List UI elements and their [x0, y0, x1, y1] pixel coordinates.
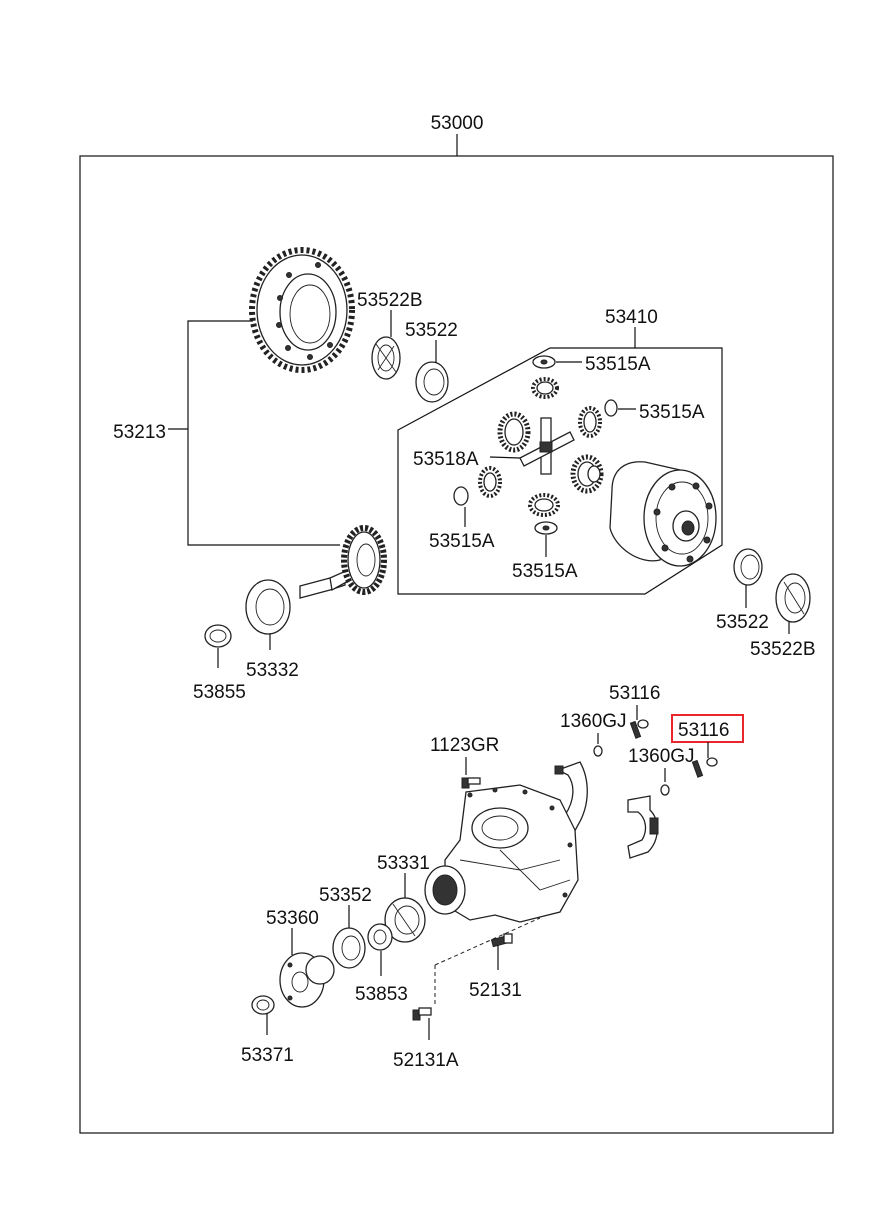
bearing-cup-lower-icon [733, 548, 763, 586]
label-bearing-cup-upper[interactable]: 53522 [405, 320, 458, 341]
label-washer-bottom[interactable]: 53515A [512, 561, 578, 582]
label-bearing-cone-lower[interactable]: 53522B [750, 639, 816, 660]
label-washer-1360gj-left[interactable]: 1360GJ [560, 711, 627, 732]
ring-pinion-bracket [187, 320, 340, 546]
label-ring-pinion-gear-set[interactable]: 53213 [113, 422, 166, 443]
cap-bolt-left-icon [629, 719, 649, 739]
label-pinion-bearing[interactable]: 53332 [246, 660, 299, 681]
label-carrier-bolt[interactable]: 1123GR [430, 735, 499, 756]
washer-left-icon [453, 486, 469, 506]
oil-seal-icon [332, 927, 366, 969]
bearing-cone-upper-icon [371, 336, 401, 380]
bearing-cup-upper-icon [415, 361, 449, 403]
flange-nut-icon [251, 995, 275, 1015]
label-cap-bolt-right-highlighted[interactable]: 53116 [678, 720, 729, 741]
label-cap-bolt-left[interactable]: 53116 [609, 683, 660, 704]
label-assembly[interactable]: 53000 [431, 113, 484, 134]
pinion-gear-right-icon [578, 406, 602, 438]
washer-right-icon [604, 399, 618, 417]
label-bearing-cup-lower[interactable]: 53522 [716, 612, 769, 633]
label-stud-bolt-a[interactable]: 52131A [393, 1050, 459, 1071]
bearing-cone-lower-icon [775, 573, 811, 623]
stud-bolt-dashed-guide [434, 917, 541, 966]
side-gear-top-icon [531, 377, 559, 399]
washer-bottom-icon [534, 521, 558, 535]
label-washer-right[interactable]: 53515A [639, 402, 705, 423]
label-companion-flange[interactable]: 53360 [266, 908, 319, 929]
stud-bolt-a-icon [412, 1007, 432, 1021]
label-bearing-cone-upper[interactable]: 53522B [357, 290, 423, 311]
stud-bolt-icon [490, 933, 513, 948]
label-spacer[interactable]: 53855 [193, 682, 246, 703]
washer-1360gj-right-icon [660, 784, 670, 796]
side-gear-left-icon [478, 466, 502, 498]
shim-icon [367, 923, 393, 951]
differential-case-icon [609, 461, 717, 567]
drive-pinion-icon [299, 525, 387, 599]
label-differential-case-assembly[interactable]: 53410 [605, 307, 658, 328]
pinion-gear-bottom-icon [528, 493, 560, 517]
pinion-bearing-icon [245, 579, 291, 635]
spacer-icon [204, 624, 232, 648]
carrier-housing-icon [424, 784, 579, 923]
label-washer-top[interactable]: 53515A [585, 354, 651, 375]
label-shim[interactable]: 53853 [355, 984, 408, 1005]
side-gear-right-icon [570, 454, 604, 494]
label-washer-left[interactable]: 53515A [429, 531, 495, 552]
label-washer-1360gj-right[interactable]: 1360GJ [628, 746, 695, 767]
carrier-bolt-icon [461, 777, 481, 789]
label-front-bearing[interactable]: 53331 [377, 853, 430, 874]
washer-top-icon [532, 355, 556, 369]
label-flange-nut[interactable]: 53371 [241, 1045, 294, 1066]
washer-1360gj-left-icon [593, 745, 603, 757]
pinion-shaft-icon [519, 417, 575, 475]
companion-flange-icon [279, 952, 335, 1008]
assembly-frame [79, 155, 834, 1134]
ring-gear-icon [249, 247, 355, 373]
pinion-gear-left-icon [497, 411, 531, 453]
differential-case-box [397, 347, 723, 595]
label-oil-seal[interactable]: 53352 [319, 885, 372, 906]
label-pinion-shaft[interactable]: 53518A [413, 449, 479, 470]
label-stud-bolt[interactable]: 52131 [469, 980, 522, 1001]
cap-bolt-right-icon [691, 757, 718, 778]
bearing-cap-right-icon [627, 795, 659, 859]
